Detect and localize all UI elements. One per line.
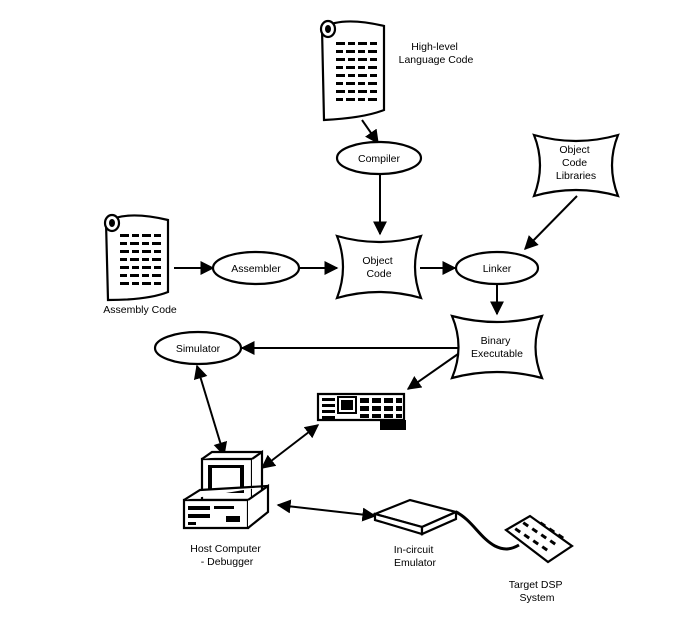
object-code-label-line2: Code [366, 268, 391, 280]
libraries-label-line2: Code [562, 157, 587, 169]
binary-label-line2: Executable [471, 348, 523, 360]
high-level-code-label-line1: High-level [411, 41, 458, 53]
libraries-label-line1: Object [559, 144, 589, 156]
linker-node [454, 250, 540, 286]
binary-label-line1: Binary [481, 335, 512, 347]
binary-executable-label: Binary Executable [471, 335, 523, 360]
assembler-node [211, 250, 301, 286]
host-label-line2: - Debugger [201, 556, 254, 568]
high-level-code-scroll-icon [319, 19, 386, 122]
target-label-line1: Target DSP [509, 579, 563, 591]
arrows [174, 119, 578, 551]
arrow-board-host [260, 424, 320, 469]
arrow-code-to-compiler [361, 119, 379, 145]
cable-emulator-to-target [455, 510, 520, 551]
compiler-label: Compiler [358, 153, 401, 165]
dev-board-icon [316, 392, 406, 430]
emulator-label-line1: In-circuit [394, 544, 434, 556]
simulator-label: Simulator [176, 343, 221, 355]
arrow-simulator-host [193, 364, 228, 457]
linker-label: Linker [483, 263, 512, 275]
object-code-label: Object Code [362, 255, 395, 280]
object-code-node [335, 234, 423, 300]
high-level-code-label: High-level Language Code [399, 41, 474, 66]
host-computer-icon [182, 449, 270, 530]
arrow-binary-to-board [406, 353, 459, 390]
compiler-node [335, 140, 423, 176]
in-circuit-emulator-icon [371, 498, 460, 536]
host-label-line1: Host Computer [190, 543, 261, 555]
assembly-code-label: Assembly Code [103, 304, 177, 316]
arrow-libraries-to-linker [524, 195, 578, 250]
target-dsp-board-icon [504, 514, 574, 564]
assembly-code-scroll-icon [103, 213, 170, 302]
object-code-label-line1: Object [362, 255, 392, 267]
assembler-label: Assembler [231, 263, 281, 275]
emulator-label-line2: Emulator [394, 557, 437, 569]
arrow-host-emulator [276, 499, 377, 522]
simulator-node [153, 330, 243, 366]
object-code-libraries-label: Object Code Libraries [556, 144, 596, 182]
host-computer-label: Host Computer - Debugger [190, 543, 264, 568]
libraries-label-line3: Libraries [556, 170, 596, 182]
object-code-libraries-node [532, 133, 620, 198]
binary-executable-node [450, 314, 544, 380]
high-level-code-label-line2: Language Code [399, 54, 474, 66]
target-label-line2: System [519, 592, 554, 604]
in-circuit-emulator-label: In-circuit Emulator [394, 544, 437, 569]
target-dsp-label: Target DSP System [509, 579, 565, 604]
